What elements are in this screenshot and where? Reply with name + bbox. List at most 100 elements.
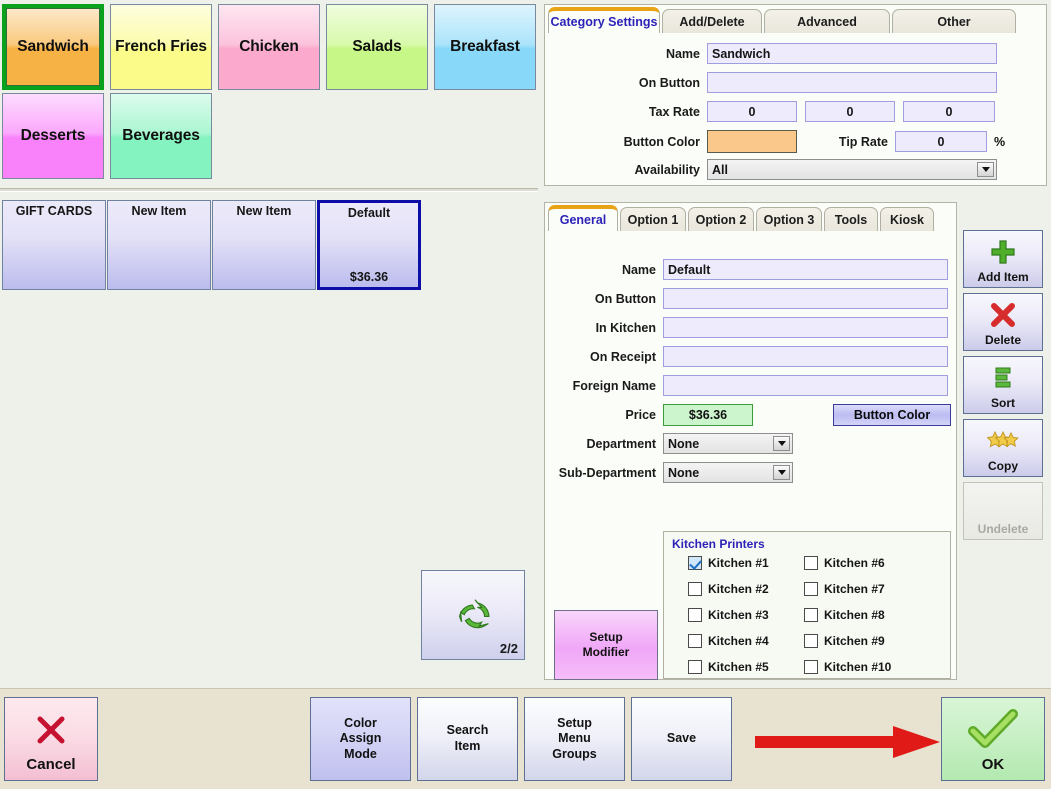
category-name-input[interactable]: Sandwich	[707, 43, 997, 64]
tab-kiosk[interactable]: Kiosk	[880, 207, 934, 231]
kitchen-printer-checkbox-row[interactable]: Kitchen #10	[804, 660, 891, 674]
tax-rate-input-1[interactable]: 0	[707, 101, 797, 122]
save-button[interactable]: Save	[631, 697, 732, 781]
item-foreign-name-input[interactable]	[663, 375, 948, 396]
checkbox-checked-icon[interactable]	[688, 556, 702, 570]
item-name-row: Name Default	[545, 259, 955, 280]
availability-selected-value: All	[712, 162, 728, 177]
delete-button[interactable]: Delete	[963, 293, 1043, 351]
copy-button[interactable]: Copy	[963, 419, 1043, 477]
chevron-down-icon[interactable]	[773, 436, 790, 451]
category-button-color-swatch[interactable]	[707, 130, 797, 153]
item-button-color-button[interactable]: Button Color	[833, 404, 951, 426]
color-assign-mode-button[interactable]: Color Assign Mode	[310, 697, 411, 781]
item-in-kitchen-input[interactable]	[663, 317, 948, 338]
item-sub-department-select[interactable]: None	[663, 462, 793, 483]
checkbox-icon[interactable]	[688, 634, 702, 648]
sort-icon	[964, 363, 1042, 393]
setup-menu-label-line1: Setup	[557, 715, 592, 730]
tax-rate-input-2[interactable]: 0	[805, 101, 895, 122]
color-assign-label-line2: Assign	[339, 731, 382, 746]
kitchen-printer-checkbox-row[interactable]: Kitchen #5	[688, 660, 769, 674]
sort-button[interactable]: Sort	[963, 356, 1043, 414]
item-on-receipt-input[interactable]	[663, 346, 948, 367]
item-price-input[interactable]: $36.36	[663, 404, 753, 426]
kitchen-printer-label: Kitchen #10	[824, 660, 892, 674]
tab-label: Advanced	[797, 14, 857, 29]
availability-select[interactable]: All	[707, 159, 997, 180]
kitchen-printer-checkbox-row[interactable]: Kitchen #2	[688, 582, 769, 596]
item-on-button-input[interactable]	[663, 288, 948, 309]
item-button[interactable]: GIFT CARDS	[2, 200, 106, 290]
tab-label: Category Settings	[550, 15, 658, 29]
checkbox-icon[interactable]	[688, 660, 702, 674]
tab-label: Other	[937, 14, 971, 29]
tab-other[interactable]: Other	[892, 9, 1016, 33]
tip-rate-input[interactable]: 0	[895, 131, 987, 152]
item-button[interactable]: New Item	[107, 200, 211, 290]
item-button[interactable]: New Item	[212, 200, 316, 290]
item-button[interactable]: Default$36.36	[317, 200, 421, 290]
category-on-button-input[interactable]	[707, 72, 997, 93]
bottom-toolbar: Cancel Color Assign Mode Search Item Set…	[0, 688, 1051, 789]
category-button-french-fries[interactable]: French Fries	[110, 4, 212, 90]
checkbox-icon[interactable]	[804, 608, 818, 622]
item-department-select[interactable]: None	[663, 433, 793, 454]
search-item-label-line1: Search	[446, 723, 489, 738]
tab-advanced[interactable]: Advanced	[764, 9, 890, 33]
tab-option-2[interactable]: Option 2	[688, 207, 754, 231]
kitchen-printer-checkbox-row[interactable]: Kitchen #1	[688, 556, 769, 570]
checkmark-icon	[942, 708, 1044, 752]
x-icon	[5, 708, 97, 752]
item-sub-department-row: Sub-Department None	[545, 462, 955, 483]
kitchen-printer-checkbox-row[interactable]: Kitchen #6	[804, 556, 885, 570]
x-icon	[964, 300, 1042, 330]
category-button-beverages[interactable]: Beverages	[110, 93, 212, 179]
tax-rate-input-3[interactable]: 0	[903, 101, 995, 122]
checkbox-icon[interactable]	[804, 634, 818, 648]
category-button-color-row: Button Color Tip Rate 0 %	[597, 130, 1037, 153]
kitchen-printer-label: Kitchen #1	[708, 556, 769, 570]
category-on-button-row: On Button	[597, 72, 1037, 93]
tab-general[interactable]: General	[548, 205, 618, 231]
kitchen-printer-checkbox-row[interactable]: Kitchen #9	[804, 634, 885, 648]
tab-category-settings[interactable]: Category Settings	[548, 7, 660, 33]
add-item-button[interactable]: Add Item	[963, 230, 1043, 288]
category-button-breakfast[interactable]: Breakfast	[434, 4, 536, 90]
action-button-label: Sort	[991, 396, 1015, 410]
item-name-input[interactable]: Default	[663, 259, 948, 280]
checkbox-icon[interactable]	[804, 582, 818, 596]
checkbox-icon[interactable]	[804, 660, 818, 674]
checkbox-icon[interactable]	[804, 556, 818, 570]
setup-menu-groups-button[interactable]: Setup Menu Groups	[524, 697, 625, 781]
ok-button[interactable]: OK	[941, 697, 1045, 781]
kitchen-printer-checkbox-row[interactable]: Kitchen #4	[688, 634, 769, 648]
kitchen-printer-checkbox-row[interactable]: Kitchen #7	[804, 582, 885, 596]
search-item-button[interactable]: Search Item	[417, 697, 518, 781]
ok-button-label: OK	[981, 756, 1005, 774]
kitchen-printer-label: Kitchen #7	[824, 582, 885, 596]
tab-option-3[interactable]: Option 3	[756, 207, 822, 231]
tab-tools[interactable]: Tools	[824, 207, 878, 231]
category-button-chicken[interactable]: Chicken	[218, 4, 320, 90]
category-button-desserts[interactable]: Desserts	[2, 93, 104, 179]
tab-option-1[interactable]: Option 1	[620, 207, 686, 231]
kitchen-printer-checkbox-row[interactable]: Kitchen #3	[688, 608, 769, 622]
checkbox-icon[interactable]	[688, 582, 702, 596]
kitchen-printer-checkbox-row[interactable]: Kitchen #8	[804, 608, 885, 622]
page-navigation-button[interactable]: 2/2	[421, 570, 525, 660]
availability-label: Availability	[634, 162, 700, 177]
chevron-down-icon[interactable]	[773, 465, 790, 480]
category-button-salads[interactable]: Salads	[326, 4, 428, 90]
cancel-button[interactable]: Cancel	[4, 697, 98, 781]
checkbox-icon[interactable]	[688, 608, 702, 622]
setup-modifier-button[interactable]: Setup Modifier	[554, 610, 658, 680]
item-sub-department-selected-value: None	[668, 465, 700, 480]
item-on-button-label: On Button	[594, 291, 656, 306]
page-count-label: 2/2	[499, 641, 518, 656]
category-button-sandwich[interactable]: Sandwich	[2, 4, 104, 90]
chevron-down-icon[interactable]	[977, 162, 994, 177]
tab-add-delete[interactable]: Add/Delete	[662, 9, 762, 33]
